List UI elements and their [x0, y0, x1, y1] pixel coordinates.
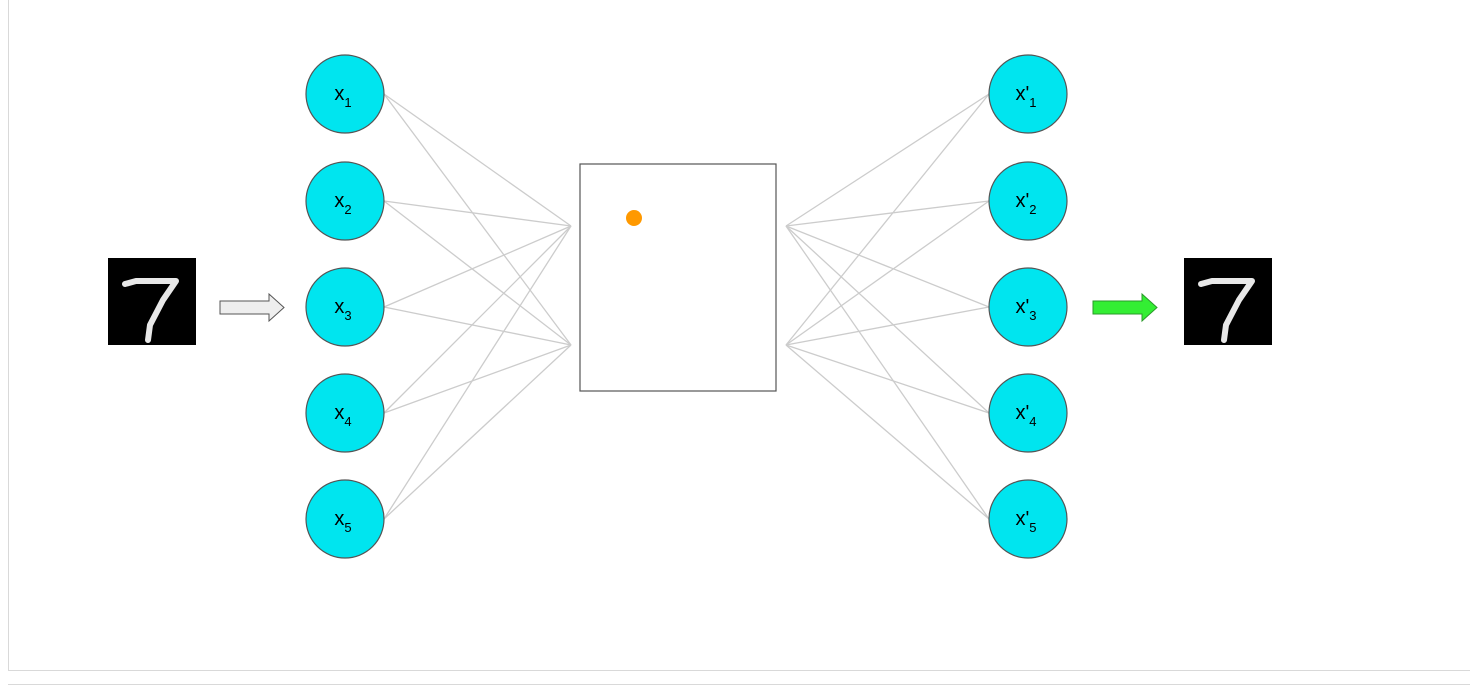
output-node-label: x'4 — [1015, 402, 1036, 429]
bottom-strip — [8, 684, 1470, 690]
output-node-label-main: x' — [1015, 83, 1029, 105]
output-node-label-main: x' — [1015, 190, 1029, 212]
output-node-label: x'2 — [1015, 190, 1036, 217]
input-node-label-subscript: 4 — [344, 414, 351, 429]
output-node-label: x'5 — [1015, 508, 1036, 535]
input-node-label: x4 — [334, 402, 351, 429]
edge-input-3-to-latent-1 — [383, 225, 572, 308]
input-node-label-subscript: 5 — [344, 520, 351, 535]
input-arrow-icon — [219, 292, 285, 323]
output-node-label-subscript: 3 — [1029, 308, 1036, 323]
input-node-label: x1 — [334, 83, 351, 110]
edge-latent-1-to-output-4 — [785, 225, 990, 414]
output-node-3: x'3 — [988, 267, 1068, 347]
input-node-1: x1 — [305, 54, 385, 134]
latent-point-dot — [626, 210, 642, 226]
input-node-2: x2 — [305, 161, 385, 241]
output-node-label: x'3 — [1015, 296, 1036, 323]
output-node-label-subscript: 1 — [1029, 95, 1036, 110]
edge-latent-2-to-output-3 — [785, 306, 990, 346]
edge-input-3-to-latent-2 — [383, 306, 572, 346]
output-node-circle — [988, 161, 1068, 241]
edge-input-5-to-latent-2 — [383, 344, 572, 520]
output-node-5: x'5 — [988, 479, 1068, 559]
output-digit-7-stroke — [1198, 278, 1255, 343]
edge-latent-2-to-output-1 — [785, 93, 990, 346]
input-node-label-main: x — [334, 402, 344, 424]
output-node-label: x'1 — [1015, 83, 1036, 110]
edge-input-4-to-latent-2 — [383, 344, 572, 414]
edge-input-2-to-latent-1 — [383, 200, 572, 227]
output-node-label-subscript: 2 — [1029, 202, 1036, 217]
output-node-circle — [988, 54, 1068, 134]
output-node-label-main: x' — [1015, 508, 1029, 530]
edge-latent-1-to-output-5 — [785, 225, 990, 520]
input-digit-7-stroke — [122, 278, 179, 343]
edge-latent-2-to-output-2 — [785, 200, 990, 346]
input-node-label: x2 — [334, 190, 351, 217]
input-node-label-subscript: 2 — [344, 202, 351, 217]
input-node-label: x5 — [334, 508, 351, 535]
latent-space-box — [579, 163, 777, 392]
input-node-4: x4 — [305, 373, 385, 453]
edge-input-1-to-latent-1 — [383, 93, 572, 227]
output-node-circle — [988, 479, 1068, 559]
edge-input-2-to-latent-2 — [383, 200, 572, 346]
output-node-circle — [988, 267, 1068, 347]
edge-latent-2-to-output-5 — [785, 344, 990, 520]
output-node-label-main: x' — [1015, 402, 1029, 424]
output-layer: x'1x'2x'3x'4x'5 — [988, 54, 1068, 559]
input-node-label-main: x — [334, 190, 344, 212]
output-node-2: x'2 — [988, 161, 1068, 241]
input-image — [108, 258, 196, 345]
output-arrow-icon — [1092, 292, 1158, 323]
input-node-circle — [305, 373, 385, 453]
edge-input-4-to-latent-1 — [383, 225, 572, 414]
input-node-circle — [305, 54, 385, 134]
output-node-1: x'1 — [988, 54, 1068, 134]
input-node-label-subscript: 3 — [344, 308, 351, 323]
input-node-3: x3 — [305, 267, 385, 347]
output-node-label-subscript: 5 — [1029, 520, 1036, 535]
output-node-label-subscript: 4 — [1029, 414, 1036, 429]
output-node-circle — [988, 373, 1068, 453]
input-node-5: x5 — [305, 479, 385, 559]
output-node-4: x'4 — [988, 373, 1068, 453]
output-node-label-main: x' — [1015, 296, 1029, 318]
input-node-circle — [305, 267, 385, 347]
connection-edges — [383, 93, 990, 520]
input-node-label-main: x — [334, 296, 344, 318]
input-node-label-main: x — [334, 508, 344, 530]
input-node-circle — [305, 479, 385, 559]
edge-latent-1-to-output-3 — [785, 225, 990, 308]
canvas-frame — [8, 0, 1470, 671]
edge-latent-2-to-output-4 — [785, 344, 990, 414]
input-node-label: x3 — [334, 296, 351, 323]
edge-latent-1-to-output-1 — [785, 93, 990, 227]
edge-latent-1-to-output-2 — [785, 200, 990, 227]
edge-input-5-to-latent-1 — [383, 225, 572, 520]
input-node-label-main: x — [334, 83, 344, 105]
output-image — [1184, 258, 1272, 345]
input-node-label-subscript: 1 — [344, 95, 351, 110]
edge-input-1-to-latent-2 — [383, 93, 572, 346]
input-node-circle — [305, 161, 385, 241]
